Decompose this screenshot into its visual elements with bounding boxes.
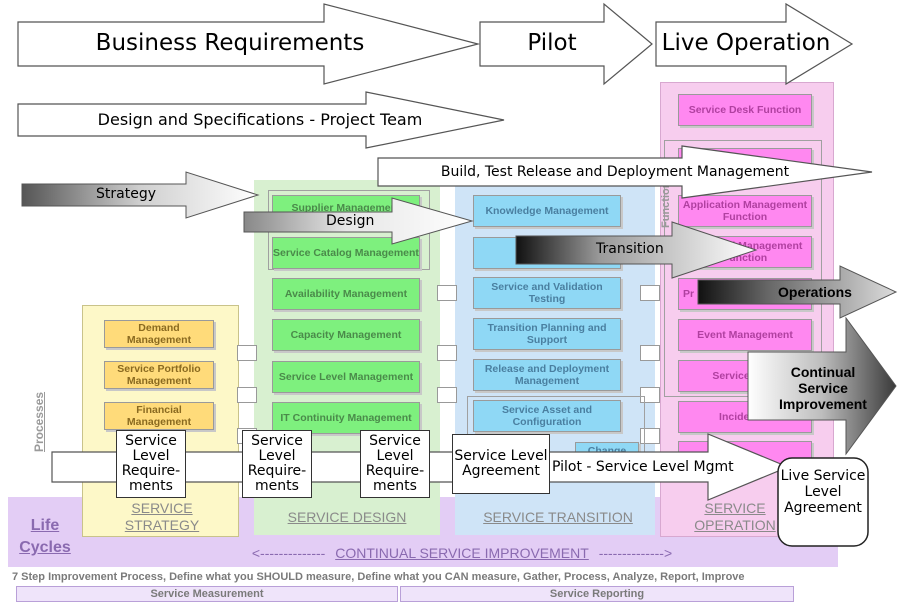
- transition-label: Transition: [596, 241, 664, 257]
- pilot-slm-label: Pilot - Service Level Mgmt: [552, 459, 734, 475]
- csi-banner-label: CONTINUAL SERVICE IMPROVEMENT: [335, 545, 589, 561]
- csi-label: Continual Service Improvement: [779, 364, 867, 412]
- service-reporting-label: Service Reporting: [549, 588, 645, 600]
- connector: [237, 387, 257, 403]
- design-spec-arrow: [17, 91, 505, 149]
- connector: [640, 428, 660, 444]
- process-service-level-management: Service Level Management: [272, 361, 420, 393]
- slr-box-strategy: Service Level Require-ments: [116, 430, 186, 498]
- process-service-validation-testing: Service and Validation Testing: [473, 277, 621, 309]
- design-spec-label: Design and Specifications - Project Team: [97, 110, 423, 129]
- business-requirements-label: Business Requirements: [95, 30, 365, 56]
- live-operation-label: Live Operation: [661, 30, 831, 56]
- csi-left-arrow: <--------------: [251, 545, 326, 561]
- phase-service-strategy: SERVICE STRATEGY: [124, 500, 200, 533]
- service-measurement-label: Service Measurement: [150, 588, 264, 600]
- connector: [237, 345, 257, 361]
- operations-arrow: [697, 265, 898, 319]
- connector: [640, 285, 660, 301]
- phase-service-operation: SERVICE OPERATION: [694, 500, 776, 533]
- business-requirements-arrow: [17, 3, 481, 85]
- operations-label: Operations: [778, 284, 852, 300]
- functions-frame: [664, 140, 822, 397]
- process-release-deployment-management: Release and Deployment Management: [473, 359, 621, 391]
- function-service-desk: Service Desk Function: [678, 94, 812, 126]
- process-event-management: Event Management: [678, 319, 812, 351]
- live-sla-shape: [777, 457, 869, 547]
- process-financial-management: Financial Management: [104, 402, 214, 430]
- connector: [640, 387, 660, 403]
- phase-service-transition: SERVICE TRANSITION: [483, 509, 633, 525]
- build-test-arrow: [377, 145, 873, 199]
- csi-banner: <-------------- CONTINUAL SERVICE IMPROV…: [232, 545, 692, 561]
- process-service-asset-configuration: Service Asset and Configuration: [473, 400, 621, 432]
- live-sla-label: Live Service Level Agreement: [780, 468, 866, 516]
- build-test-label: Build, Test Release and Deployment Manag…: [440, 164, 790, 180]
- process-demand-management: Demand Management: [104, 320, 214, 348]
- connector: [640, 345, 660, 361]
- function-application-management: Application Management Function: [678, 195, 812, 227]
- slr-box-design-1: Service Level Require-ments: [242, 430, 312, 498]
- process-availability-management: Availability Management: [272, 278, 420, 310]
- service-reporting-box: Service Reporting: [400, 586, 794, 602]
- pilot-label: Pilot: [527, 30, 577, 56]
- live-operation-arrow: [655, 2, 854, 86]
- sla-box: Service Level Agreement: [452, 434, 550, 494]
- phase-service-design: SERVICE DESIGN: [287, 509, 407, 525]
- connector: [437, 387, 457, 403]
- transition-arrow: [515, 221, 758, 279]
- process-service-portfolio-management: Service Portfolio Management: [104, 361, 214, 389]
- process-knowledge-management: Knowledge Management: [473, 195, 621, 227]
- connector: [437, 285, 457, 301]
- design-arrow: [243, 197, 474, 245]
- improvement-text: 7 Step Improvement Process, Define what …: [12, 571, 745, 583]
- design-label: Design: [326, 213, 375, 229]
- connector: [437, 345, 457, 361]
- csi-right-arrow: -------------->: [598, 545, 673, 561]
- strategy-arrow: [21, 171, 260, 219]
- service-measurement-box: Service Measurement: [16, 586, 398, 602]
- strategy-label: Strategy: [96, 186, 156, 202]
- pilot-arrow: [479, 2, 653, 86]
- process-capacity-management: Capacity Management: [272, 319, 420, 351]
- process-transition-planning-support: Transition Planning and Support: [473, 318, 621, 350]
- slr-box-design-2: Service Level Require-ments: [360, 430, 430, 498]
- process-it-continuity-management: IT Continuity Management: [272, 402, 420, 434]
- lifecycles-label: Life Cycles: [19, 517, 71, 556]
- csi-arrow: [747, 316, 897, 456]
